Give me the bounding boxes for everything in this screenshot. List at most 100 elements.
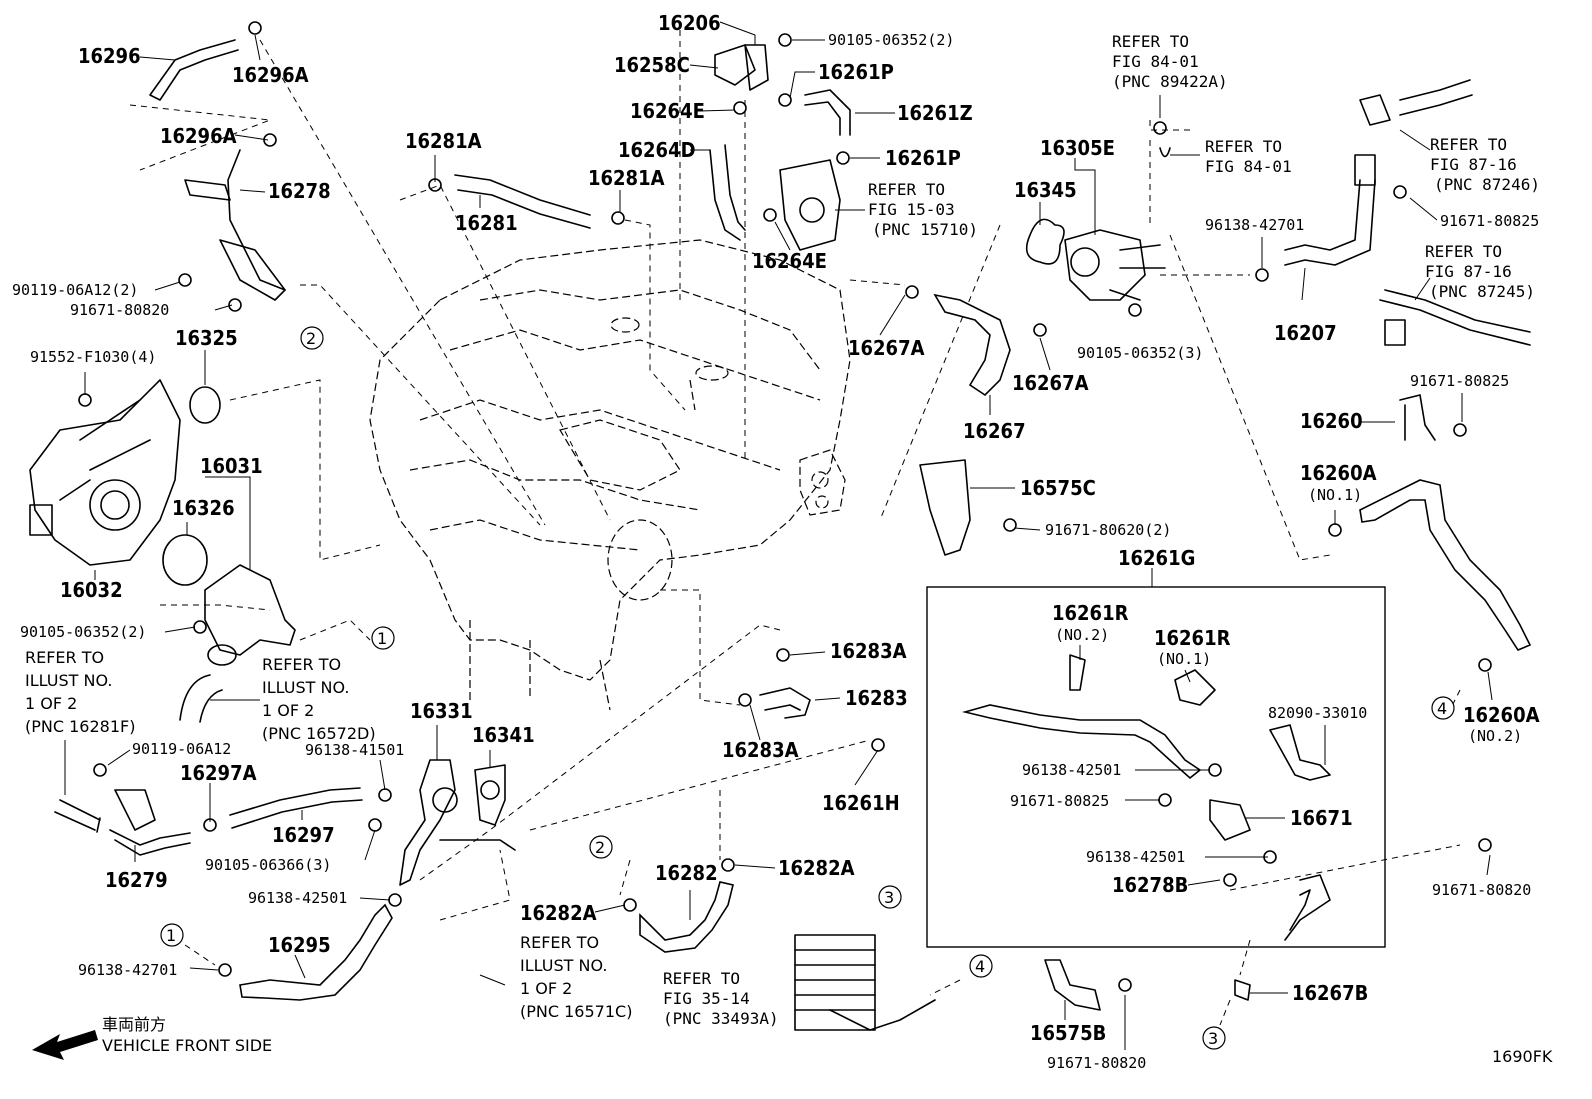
- label-16296A-2: 16296A: [160, 124, 237, 148]
- label-16278: 16278: [268, 179, 331, 203]
- svg-text:1 OF 2: 1 OF 2: [520, 979, 572, 998]
- hose-16282: [639, 881, 734, 953]
- label-16261R-2: 16261R: [1052, 601, 1129, 625]
- label-96138-42501-c: 96138-42501: [1086, 848, 1185, 866]
- label-16297: 16297: [272, 823, 335, 847]
- label-91671-80825-a: 91671-80825: [1440, 212, 1539, 230]
- svg-text:REFER TO: REFER TO: [25, 648, 104, 667]
- label-16282: 16282: [655, 861, 718, 885]
- callout-2-a: 2: [306, 329, 316, 348]
- hose-16261Z: [804, 89, 851, 136]
- svg-text:(PNC 15710): (PNC 15710): [872, 220, 978, 239]
- svg-text:REFER TO: REFER TO: [663, 969, 740, 988]
- label-16261P-2: 16261P: [885, 146, 961, 170]
- label-16032: 16032: [60, 578, 123, 602]
- svg-text:(PNC 16281F): (PNC 16281F): [25, 717, 135, 736]
- label-91671-80825-c: 91671-80825: [1010, 792, 1109, 810]
- label-16283A-2: 16283A: [722, 738, 799, 762]
- label-16345: 16345: [1014, 178, 1077, 202]
- hose-16264D: [709, 144, 746, 241]
- label-96138-42501-b: 96138-42501: [1022, 761, 1121, 779]
- bracket-16575C: [919, 459, 971, 556]
- label-16575B: 16575B: [1030, 1021, 1106, 1045]
- ref-fig-87-16-a: REFER TO FIG 87-16 (PNC 87246): [1430, 135, 1540, 194]
- svg-text:REFER TO: REFER TO: [262, 655, 341, 674]
- ref-illust-16281F: REFER TO ILLUST NO. 1 OF 2 (PNC 16281F): [25, 648, 135, 736]
- ref-fig-84-01-a: REFER TO FIG 84-01 (PNC 89422A): [1112, 32, 1228, 91]
- svg-text:REFER TO: REFER TO: [1425, 242, 1502, 261]
- qualifier-no2-a: (NO.2): [1468, 727, 1522, 745]
- svg-text:1 OF 2: 1 OF 2: [262, 701, 314, 720]
- qualifier-no1-a: (NO.1): [1308, 486, 1362, 504]
- label-16282A-2: 16282A: [520, 901, 597, 925]
- svg-text:FIG 87-16: FIG 87-16: [1425, 262, 1512, 281]
- valve-16305E: [1064, 229, 1166, 301]
- callout-4-a: 4: [975, 957, 985, 976]
- ref-fig-15-03: REFER TO FIG 15-03 (PNC 15710): [868, 180, 978, 239]
- subassembly-box-16261G: [926, 586, 1386, 948]
- bracket-16575B: [1044, 959, 1101, 1011]
- label-96138-41501: 96138-41501: [305, 741, 404, 759]
- label-16264E-1: 16264E: [630, 99, 705, 123]
- svg-text:1 OF 2: 1 OF 2: [25, 694, 77, 713]
- water-inlet-16031: [204, 564, 296, 666]
- ref-fig-87-16-b: REFER TO FIG 87-16 (PNC 87245): [1425, 242, 1535, 301]
- callout-3-a: 3: [884, 888, 894, 907]
- svg-text:REFER TO: REFER TO: [1205, 137, 1282, 156]
- label-16260A-2: 16260A: [1463, 703, 1540, 727]
- gasket-16341: [474, 764, 506, 826]
- svg-text:(PNC 87246): (PNC 87246): [1434, 175, 1540, 194]
- label-16267A-2: 16267A: [1012, 371, 1089, 395]
- part-drawings: [29, 21, 1532, 1031]
- direction-english: VEHICLE FRONT SIDE: [102, 1036, 272, 1055]
- hose-16261G: [961, 704, 1202, 780]
- label-16260: 16260: [1300, 409, 1363, 433]
- label-16296: 16296: [78, 44, 141, 68]
- label-16207: 16207: [1274, 321, 1337, 345]
- arrow-left-icon: [32, 1030, 98, 1060]
- water-pump-16032: [29, 379, 181, 566]
- svg-text:REFER TO: REFER TO: [868, 180, 945, 199]
- leader-lines: [129, 30, 1461, 1026]
- label-16575C: 16575C: [1020, 476, 1096, 500]
- label-16295: 16295: [268, 933, 331, 957]
- svg-text:(PNC 87245): (PNC 87245): [1429, 282, 1535, 301]
- label-90105-06352-3: 90105-06352(3): [1077, 344, 1203, 362]
- callout-1-b: 1: [166, 926, 176, 945]
- hose-16295: [239, 903, 393, 1001]
- svg-text:ILLUST NO.: ILLUST NO.: [25, 671, 112, 690]
- gasket-16345: [1025, 218, 1065, 265]
- label-96138-42701-b: 96138-42701: [1205, 216, 1304, 234]
- vehicle-front-indicator: 車両前方 VEHICLE FRONT SIDE: [32, 1015, 272, 1060]
- label-16331: 16331: [410, 699, 473, 723]
- oil-cooler: [794, 934, 936, 1031]
- label-16261H: 16261H: [822, 791, 900, 815]
- svg-text:FIG 15-03: FIG 15-03: [868, 200, 955, 219]
- svg-text:(PNC 33493A): (PNC 33493A): [663, 1009, 779, 1028]
- svg-text:REFER TO: REFER TO: [1430, 135, 1507, 154]
- hose-16267: [933, 293, 1011, 397]
- svg-text:FIG 84-01: FIG 84-01: [1205, 157, 1292, 176]
- ref-fig-35-14: REFER TO FIG 35-14 (PNC 33493A): [663, 969, 779, 1028]
- label-16297A: 16297A: [180, 761, 257, 785]
- engine-block: [369, 239, 851, 711]
- hose-16283: [759, 687, 811, 719]
- label-96138-42701-a: 96138-42701: [78, 961, 177, 979]
- callout-1-a: 1: [377, 629, 387, 648]
- hose-16281: [454, 174, 591, 229]
- svg-text:FIG 87-16: FIG 87-16: [1430, 155, 1517, 174]
- label-16261G: 16261G: [1118, 546, 1195, 570]
- label-16264D: 16264D: [618, 138, 696, 162]
- label-16281: 16281: [455, 211, 518, 235]
- label-91671-80820-b: 91671-80820: [1432, 881, 1531, 899]
- label-16260A-1: 16260A: [1300, 461, 1377, 485]
- label-16341: 16341: [472, 723, 535, 747]
- label-16267: 16267: [963, 419, 1026, 443]
- part-labels: 16296 16296A 16296A 16278 90119-06A12(2)…: [12, 11, 1540, 1072]
- svg-text:(PNC 16571C): (PNC 16571C): [520, 1002, 632, 1021]
- label-16296A-1: 16296A: [232, 63, 309, 87]
- hose-16207: [1284, 179, 1376, 266]
- label-16267B: 16267B: [1292, 981, 1368, 1005]
- qualifier-no1-b: (NO.1): [1157, 650, 1211, 668]
